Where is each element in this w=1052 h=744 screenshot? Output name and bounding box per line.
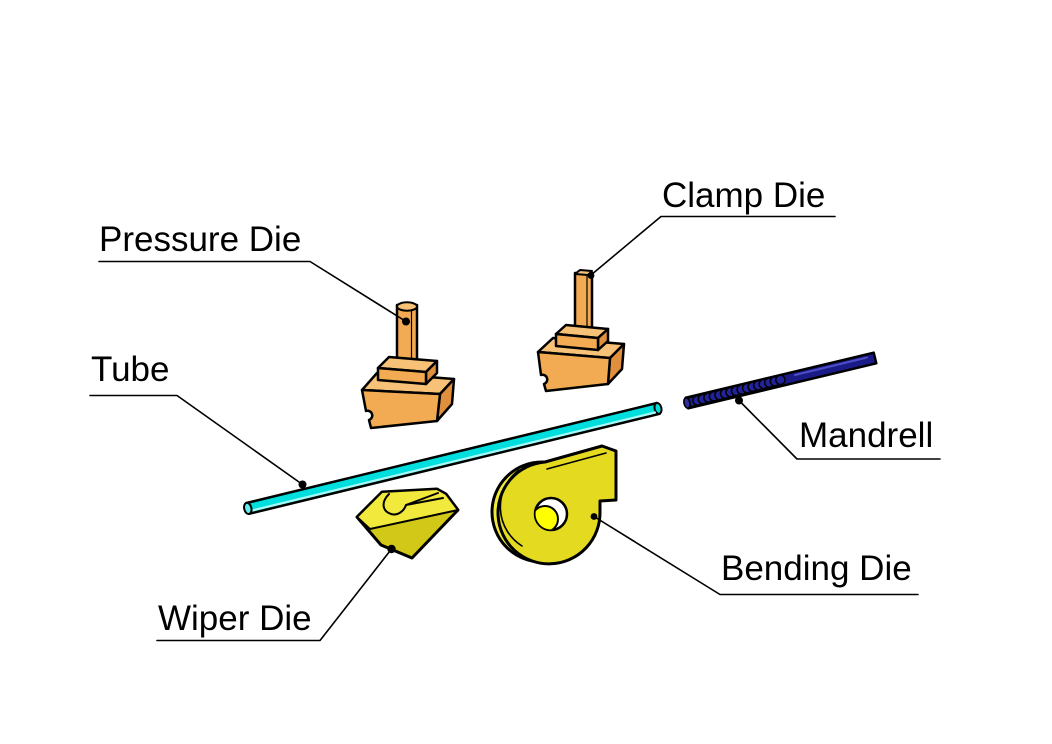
tube-illustration [243,401,663,516]
pressure-die-leader-line [98,260,407,323]
clamp-die-label: Clamp Die [662,176,826,215]
pressure-die-base-front [360,388,442,430]
wiper-die-label: Wiper Die [158,599,312,638]
mandrell-leader-line [738,399,941,460]
wiper-die-groove [382,492,439,516]
pressure-die-illustration [360,301,456,430]
tube-label: Tube [91,350,170,389]
mandrell-highlight [794,356,868,376]
mandrell-leader-dot [735,396,743,405]
mandrell-end-cap [683,396,691,410]
bending-die-rim-line [499,469,523,547]
tube-end-right [653,401,663,415]
bending-die-top-edge [546,452,607,470]
clamp-die-post-top [574,269,593,276]
mandrell-coils [686,374,786,408]
clamp-die-leader-line [590,215,836,276]
coil-ring [775,374,786,386]
tube-end-left [243,501,253,516]
pressure-die-mid-front [376,366,428,386]
clamp-die-illustration [536,269,626,393]
wiper-die-leader-dot [387,544,396,554]
bending-die-label: Bending Die [721,549,912,588]
bending-die-leader-line [593,515,919,596]
tube-leader-line [89,394,304,486]
tube-leader-dot [298,480,307,489]
clamp-die-base-front [536,350,612,393]
callout-lines [89,215,941,642]
pressure-die-label: Pressure Die [99,220,302,259]
pressure-die-leader-dot [402,317,410,326]
wiper-die-illustration [355,487,460,560]
mandrell-illustration [683,351,878,410]
wiper-die-groove-edge [405,497,444,506]
clamp-die-leader-dot [587,272,595,279]
pressure-die-post-top [396,301,418,312]
mandrell-label: Mandrell [799,416,934,455]
bending-die-illustration [490,444,618,566]
wiper-die-leader-line [156,548,393,642]
bending-die-leader-dot [590,513,598,520]
clamp-die-mid-front [554,332,600,352]
tube-highlight [250,411,657,512]
